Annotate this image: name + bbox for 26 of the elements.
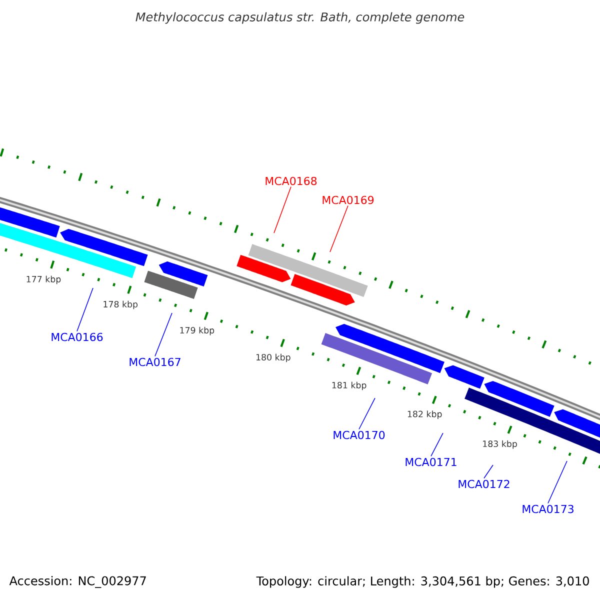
gene-label: MCA0173 (522, 504, 574, 514)
tick-label: 179 kbp (180, 326, 214, 336)
leader-line (358, 398, 376, 430)
tick-label: 181 kbp (332, 382, 366, 390)
leader-line (548, 460, 568, 504)
leader-line (274, 186, 292, 234)
gene-label: MCA0172 (458, 480, 510, 488)
leader-line (330, 205, 348, 252)
footer-text: Topology: circular; Length: 3,304,561 bp; Genes: 3,010 (256, 576, 589, 588)
gene-label: MCA0170 (334, 430, 385, 440)
gene-label: MCA0166 (52, 332, 103, 342)
tick-label: 182 kbp (408, 410, 442, 419)
gene-label: MCA0171 (406, 458, 456, 466)
tick-label: 178 kbp (104, 300, 138, 310)
gene-label: MCA0167 (130, 358, 180, 366)
leader-line (484, 464, 494, 479)
leader-line (430, 432, 444, 457)
tick-label: 177 kbp (26, 276, 61, 284)
leader-line (76, 288, 94, 332)
leader-line (154, 312, 172, 357)
gene-label: MCA0169 (322, 196, 374, 204)
footer-text: Accession: NC_002977 (9, 576, 146, 588)
tick-label: 183 kbp (483, 440, 517, 449)
tick-label: 180 kbp (256, 354, 290, 362)
gene-label: MCA0168 (266, 176, 317, 186)
title: Methylococcus capsulatus str. Bath, complete genome (136, 12, 464, 24)
